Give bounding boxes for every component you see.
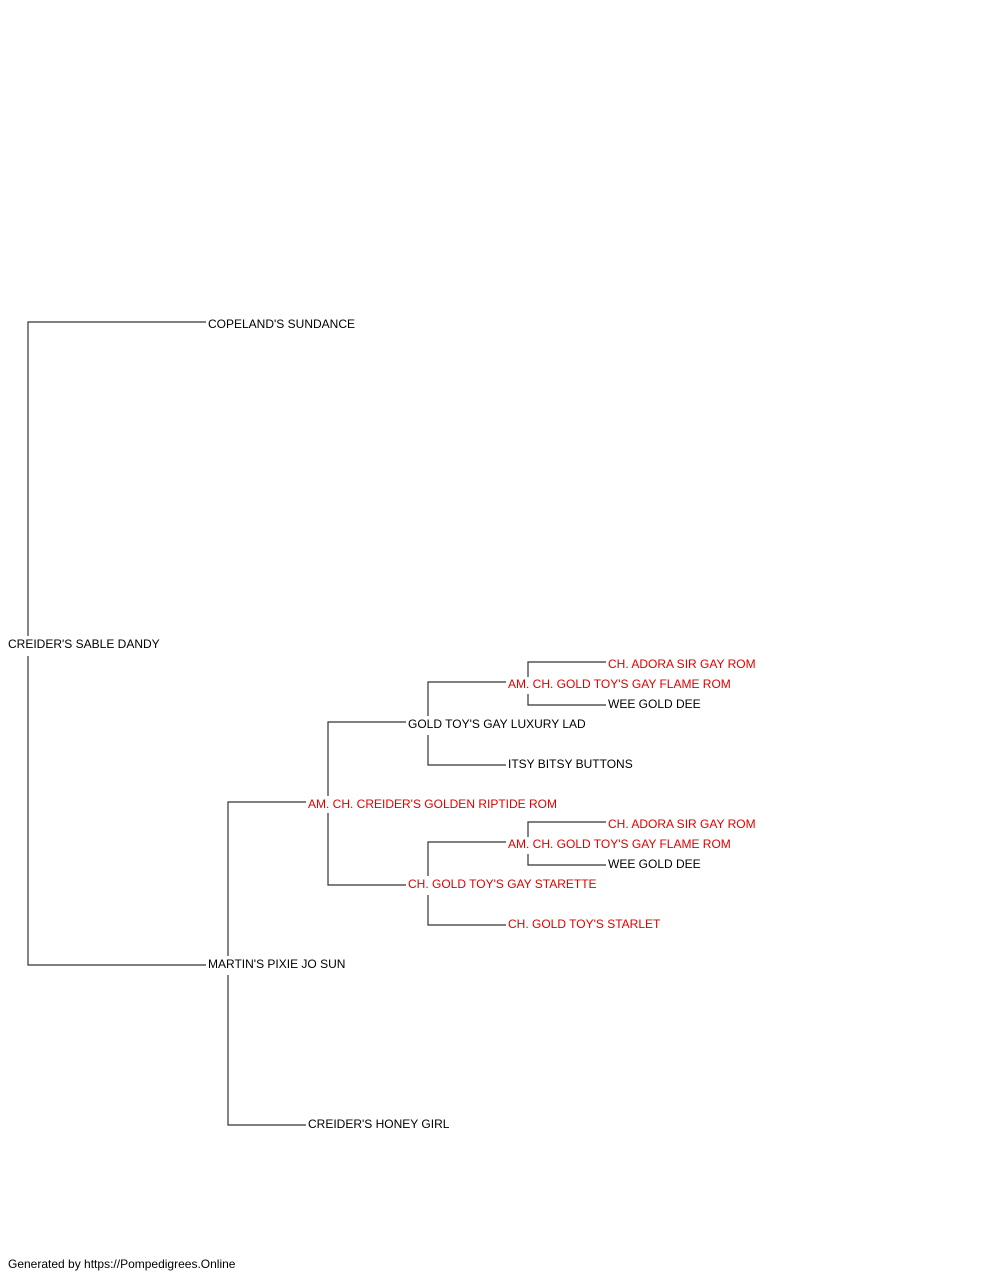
connector-damsire-dam	[327, 813, 406, 886]
subject-dog-name[interactable]: CREIDER'S SABLE DANDY	[8, 637, 160, 651]
connector-flame2-dam	[527, 854, 606, 866]
dam-sire-sire-name[interactable]: GOLD TOY'S GAY LUXURY LAD	[408, 717, 586, 731]
sire-name[interactable]: COPELAND'S SUNDANCE	[208, 317, 355, 331]
connector-flame2-sire	[527, 821, 606, 837]
dam-sire-dam-sire-dam-name[interactable]: WEE GOLD DEE	[608, 857, 701, 871]
connector-subject-dam	[27, 656, 206, 966]
generated-by-footer: Generated by https://Pompedigrees.Online	[8, 1257, 236, 1271]
connector-damsire-sire	[327, 721, 406, 796]
connector-luxurylad-dam	[427, 735, 506, 766]
dam-sire-sire-sire-dam-name[interactable]: WEE GOLD DEE	[608, 697, 701, 711]
connector-subject-sire	[27, 321, 206, 636]
dam-sire-sire-dam-name[interactable]: ITSY BITSY BUTTONS	[508, 757, 633, 771]
connector-starette-dam	[427, 895, 506, 926]
dam-sire-name[interactable]: AM. CH. CREIDER'S GOLDEN RIPTIDE ROM	[308, 797, 557, 811]
dam-sire-dam-sire-sire-name[interactable]: CH. ADORA SIR GAY ROM	[608, 817, 756, 831]
dam-sire-dam-name[interactable]: CH. GOLD TOY'S GAY STARETTE	[408, 877, 597, 891]
connector-flame1-dam	[527, 694, 606, 706]
dam-sire-dam-dam-name[interactable]: CH. GOLD TOY'S STARLET	[508, 917, 661, 931]
connector-luxurylad-sire	[427, 681, 506, 716]
dam-dam-name[interactable]: CREIDER'S HONEY GIRL	[308, 1117, 450, 1131]
dam-sire-dam-sire-name[interactable]: AM. CH. GOLD TOY'S GAY FLAME ROM	[508, 837, 731, 851]
connector-flame1-sire	[527, 661, 606, 677]
connector-dam-sire	[227, 801, 306, 956]
dam-sire-sire-sire-sire-name[interactable]: CH. ADORA SIR GAY ROM	[608, 657, 756, 671]
dam-sire-sire-sire-name[interactable]: AM. CH. GOLD TOY'S GAY FLAME ROM	[508, 677, 731, 691]
connector-starette-sire	[427, 841, 506, 876]
connector-dam-dam	[227, 975, 306, 1126]
dam-name[interactable]: MARTIN'S PIXIE JO SUN	[208, 957, 346, 971]
